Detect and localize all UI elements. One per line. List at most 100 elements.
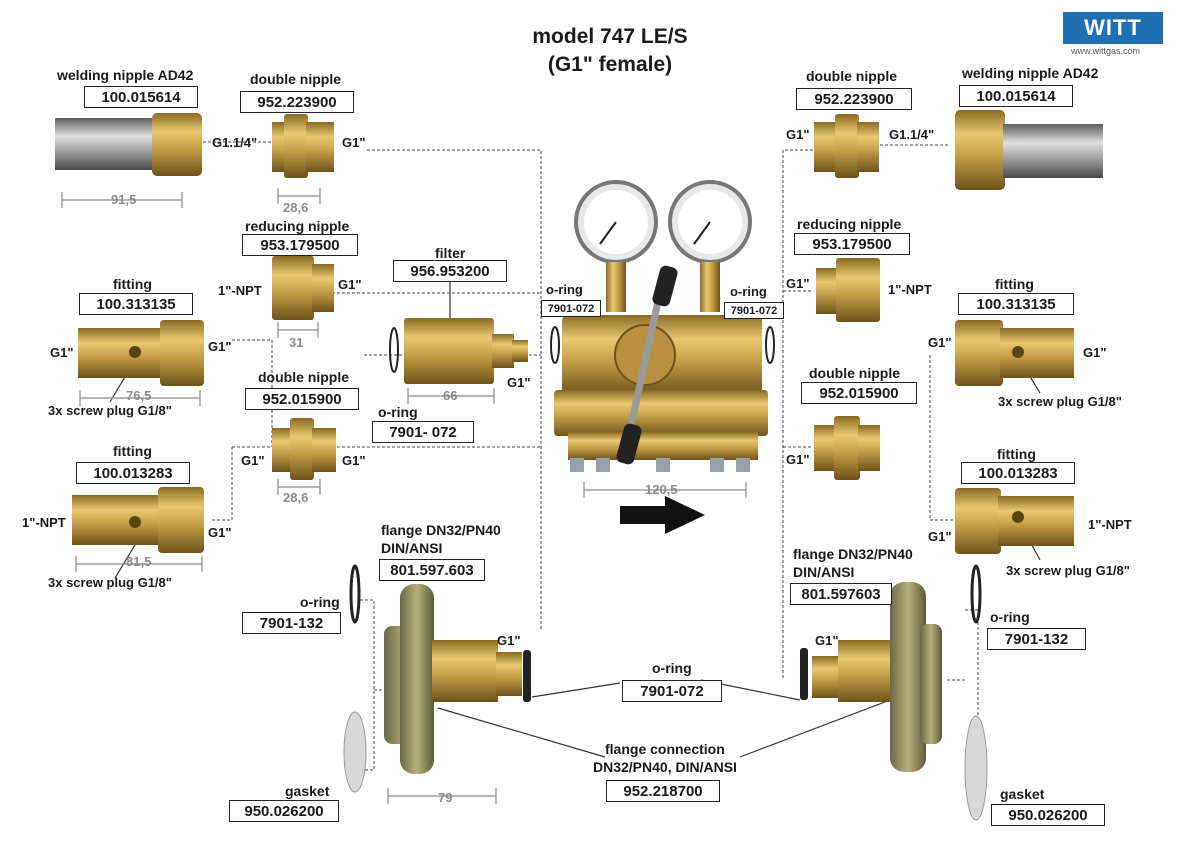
right-double-nipple-mid: [814, 416, 880, 480]
left-fitting-2-plug: 3x screw plug G1/8": [48, 575, 172, 590]
regulator-dim: 120,5: [645, 482, 678, 497]
left-fitting-1: [78, 320, 204, 386]
right-fitting-1-label: fitting: [995, 276, 1034, 292]
filter-thread: G1": [507, 375, 531, 390]
left-double-nipple-mid: [272, 418, 336, 480]
right-reducing-nipple: [816, 258, 880, 322]
left-reducing-nipple-thread-b: G1": [338, 277, 362, 292]
center-oring-right-label: o-ring: [730, 284, 767, 299]
right-fitting-2: [955, 488, 1074, 554]
right-welding-nipple: [955, 110, 1103, 190]
right-reducing-nipple-part: 953.179500: [794, 233, 910, 255]
filter-part: 956.953200: [393, 260, 507, 282]
witt-logo: WITT: [1063, 12, 1163, 44]
center-oring-left-part: 7901-072: [541, 300, 601, 317]
filter-dim: 66: [443, 388, 458, 403]
left-fitting-1-plug: 3x screw plug G1/8": [48, 403, 172, 418]
left-flange-part: 801.597.603: [379, 559, 485, 581]
right-fitting-2-plug: 3x screw plug G1/8": [1006, 563, 1130, 578]
left-double-nipple-top: [272, 114, 334, 178]
center-oring-right-part: 7901-072: [724, 302, 784, 319]
center-oring-bottom-label: o-ring: [652, 660, 692, 676]
left-reducing-nipple-thread-a: 1"-NPT: [218, 283, 262, 298]
right-gasket-label: gasket: [1000, 786, 1045, 802]
left-flange-dim: 79: [438, 790, 453, 805]
right-reducing-nipple-thread-a: G1": [786, 276, 810, 291]
right-gasket-part: 950.026200: [991, 804, 1105, 826]
left-flange-label-2: DIN/ANSI: [381, 540, 443, 556]
left-reducing-nipple: [272, 256, 334, 320]
right-flange-oring-label: o-ring: [990, 609, 1030, 625]
left-double-nipple-top-dim: 28,6: [283, 200, 309, 215]
right-double-nipple-mid-part: 952.015900: [801, 382, 917, 404]
right-flange-label-2: DIN/ANSI: [793, 564, 855, 580]
left-gasket-label: gasket: [285, 783, 330, 799]
right-flange: [800, 564, 988, 821]
left-double-nipple-mid-thread-a: G1": [241, 453, 265, 468]
flange-connection-label-2: DN32/PN40, DIN/ANSI: [593, 759, 737, 775]
left-fitting-1-part: 100.313135: [79, 293, 193, 315]
right-flange-label-1: flange DN32/PN40: [793, 546, 913, 562]
right-fitting-2-part: 100.013283: [961, 462, 1075, 484]
left-flange-thread: G1": [497, 633, 521, 648]
right-fitting-2-label: fitting: [997, 446, 1036, 462]
left-double-nipple-top-thread-a: G1.1/4": [212, 135, 258, 150]
logo-url: www.wittgas.com: [1071, 46, 1141, 56]
left-double-nipple-mid-part: 952.015900: [245, 388, 359, 410]
left-reducing-nipple-dim: 31: [289, 335, 304, 350]
right-fitting-1-thread-a: G1": [928, 335, 952, 350]
left-double-nipple-top-label: double nipple: [250, 71, 341, 87]
right-flange-thread: G1": [815, 633, 839, 648]
right-fitting-1-part: 100.313135: [958, 293, 1074, 315]
left-welding-nipple: [55, 113, 202, 176]
center-oring-left-label: o-ring: [546, 282, 583, 297]
filter-label: filter: [435, 245, 466, 261]
left-fitting-2-thread-b: G1": [208, 525, 232, 540]
left-welding-nipple-dim: 91,5: [111, 192, 137, 207]
center-oring-bottom-part: 7901-072: [622, 680, 722, 702]
left-fitting-1-thread-b: G1": [208, 339, 232, 354]
right-double-nipple-top-part: 952.223900: [796, 88, 912, 110]
diagram-title-line-2: (G1" female): [547, 53, 673, 76]
left-welding-nipple-part: 100.015614: [84, 86, 198, 108]
left-double-nipple-top-part: 952.223900: [240, 91, 354, 113]
right-flange-oring-part: 7901-132: [987, 628, 1086, 650]
right-double-nipple-top: [814, 114, 879, 178]
right-welding-nipple-label: welding nipple AD42: [962, 65, 1099, 81]
right-double-nipple-top-thread-b: G1.1/4": [889, 127, 935, 142]
regulator-assembly: [550, 180, 775, 472]
filter-oring-label: o-ring: [378, 404, 418, 420]
left-reducing-nipple-label: reducing nipple: [245, 218, 350, 234]
right-fitting-1: [955, 320, 1074, 386]
left-fitting-1-dim: 76,5: [126, 388, 152, 403]
left-fitting-2: [72, 487, 204, 553]
left-welding-nipple-label: welding nipple AD42: [57, 67, 194, 83]
left-flange-oring-label: o-ring: [300, 594, 340, 610]
right-double-nipple-mid-label: double nipple: [809, 365, 900, 381]
right-fitting-1-plug: 3x screw plug G1/8": [998, 394, 1122, 409]
right-double-nipple-mid-thread: G1": [786, 452, 810, 467]
right-welding-nipple-part: 100.015614: [959, 85, 1073, 107]
left-reducing-nipple-part: 953.179500: [242, 234, 358, 256]
left-fitting-2-part: 100.013283: [76, 462, 190, 484]
right-fitting-2-thread-a: G1": [928, 529, 952, 544]
flange-connection-part: 952.218700: [606, 780, 720, 802]
filter-oring-part: 7901- 072: [372, 421, 474, 443]
left-double-nipple-mid-thread-b: G1": [342, 453, 366, 468]
left-fitting-2-label: fitting: [113, 443, 152, 459]
left-double-nipple-mid-dim: 28,6: [283, 490, 309, 505]
left-flange-oring-part: 7901-132: [242, 612, 341, 634]
left-fitting-1-thread-a: G1": [50, 345, 74, 360]
right-fitting-1-thread-b: G1": [1083, 345, 1107, 360]
right-reducing-nipple-thread-b: 1"-NPT: [888, 282, 932, 297]
flow-direction-arrow: [620, 496, 705, 534]
right-double-nipple-top-label: double nipple: [806, 68, 897, 84]
left-double-nipple-mid-label: double nipple: [258, 369, 349, 385]
right-flange-part: 801.597603: [790, 583, 892, 605]
left-fitting-2-thread-a: 1"-NPT: [22, 515, 66, 530]
left-double-nipple-top-thread-b: G1": [342, 135, 366, 150]
right-reducing-nipple-label: reducing nipple: [797, 216, 902, 232]
left-fitting-2-dim: 81,5: [126, 554, 152, 569]
right-double-nipple-top-thread-a: G1": [786, 127, 810, 142]
